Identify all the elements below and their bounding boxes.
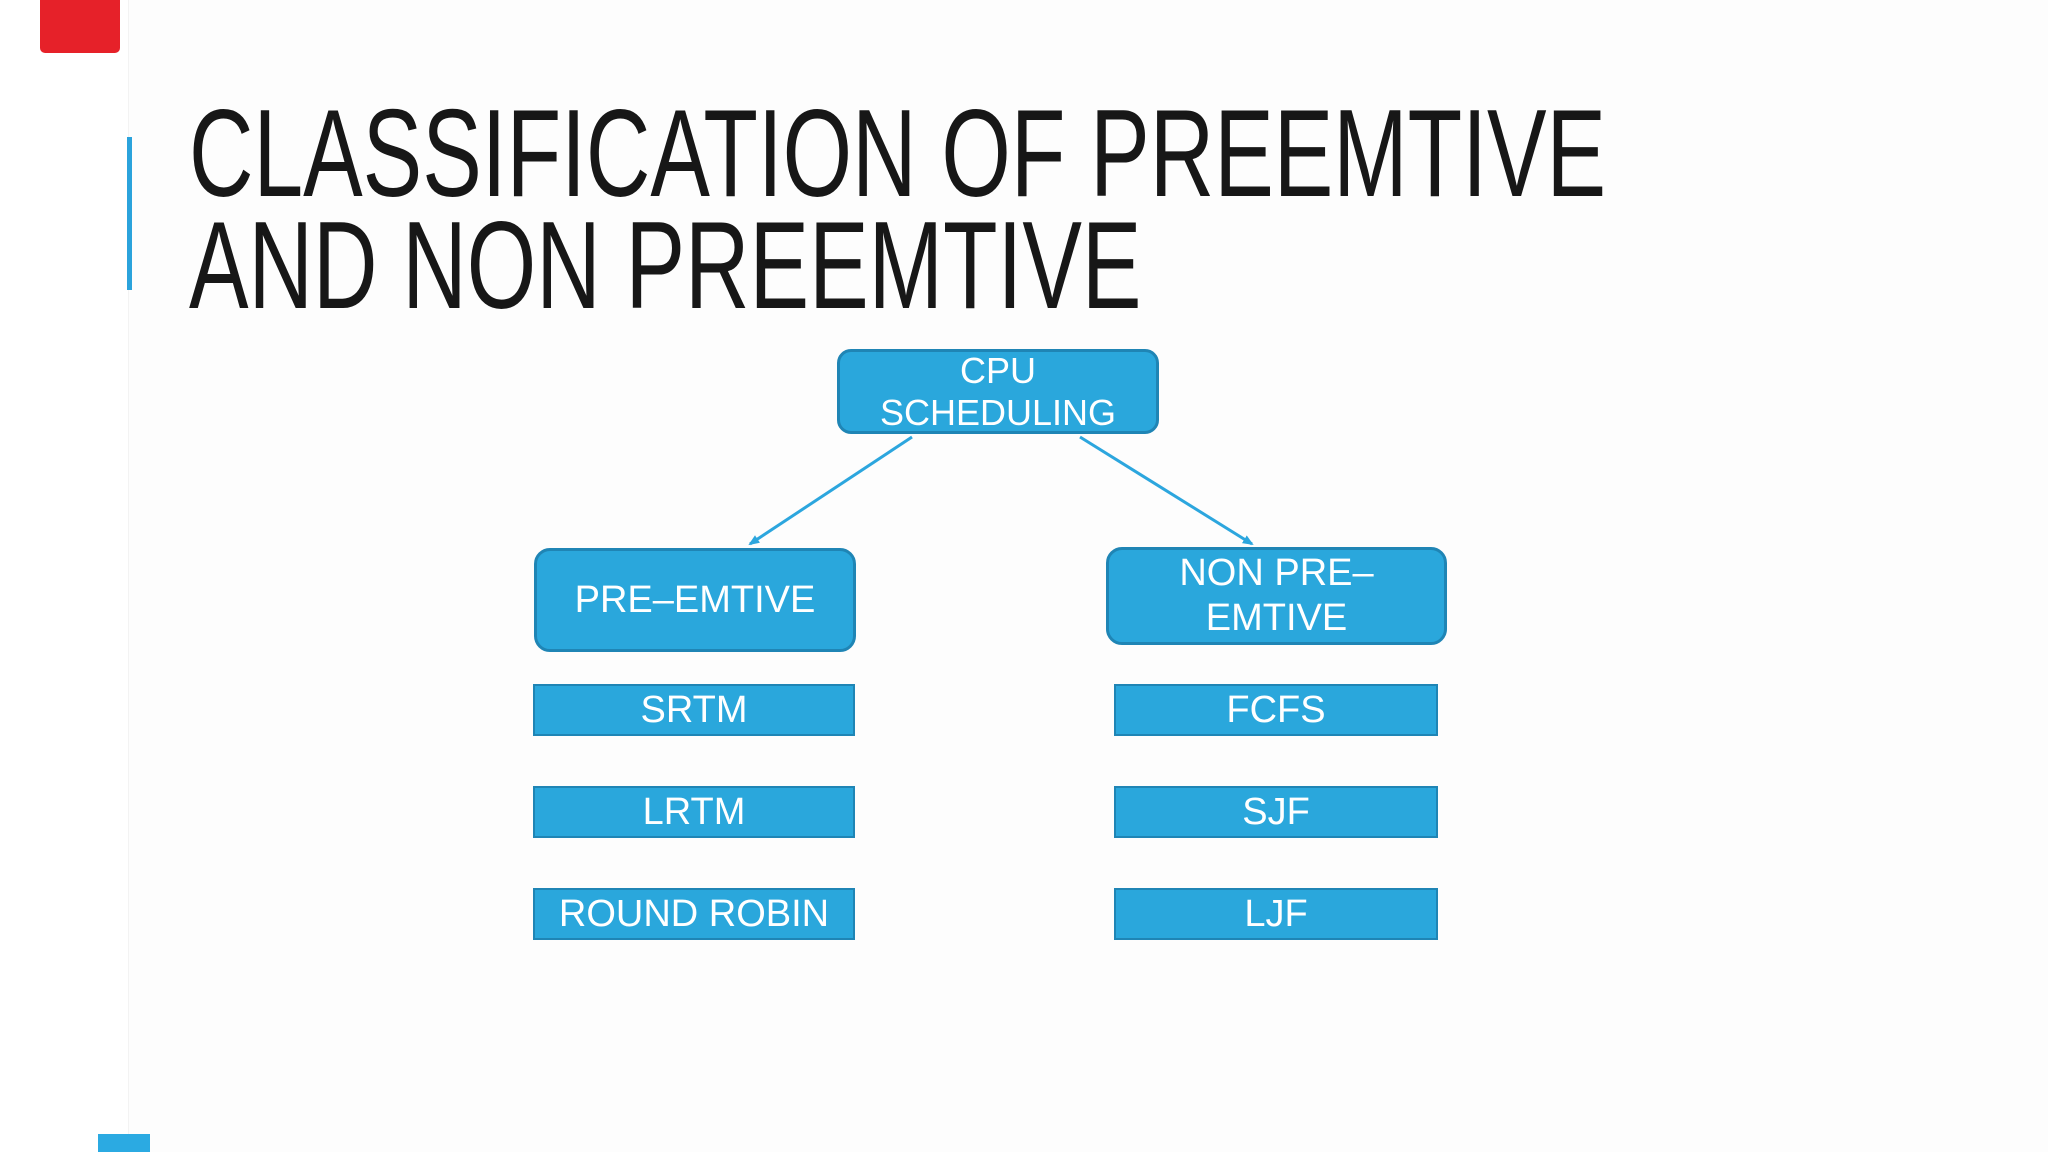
node-srtm-label: SRTM (640, 688, 748, 731)
title-line-1: CLASSIFICATION OF PREEMTIVE (189, 85, 1607, 223)
node-fcfs-label: FCFS (1226, 688, 1326, 731)
node-non-preemtive-line1: NON PRE– (1179, 552, 1374, 594)
node-srtm: SRTM (533, 684, 855, 736)
red-corner-mark (40, 0, 120, 53)
title-line-2: AND NON PREEMTIVE (189, 197, 1142, 335)
node-lrtm-label: LRTM (642, 790, 746, 833)
node-ljf-label: LJF (1244, 892, 1308, 935)
slide-background (128, 0, 2048, 1152)
node-fcfs: FCFS (1114, 684, 1438, 736)
node-preemtive: PRE–EMTIVE (534, 548, 856, 652)
node-non-preemtive: NON PRE– EMTIVE (1106, 547, 1447, 645)
node-sjf: SJF (1114, 786, 1438, 838)
node-non-preemtive-line2: EMTIVE (1205, 597, 1348, 639)
node-cpu-scheduling-line2: SCHEDULING (879, 391, 1117, 433)
node-round-robin-label: ROUND ROBIN (558, 892, 830, 935)
node-cpu-scheduling: CPU SCHEDULING (837, 349, 1159, 434)
node-round-robin: ROUND ROBIN (533, 888, 855, 940)
node-ljf: LJF (1114, 888, 1438, 940)
node-sjf-label: SJF (1242, 790, 1310, 833)
blue-bottom-mark (98, 1134, 150, 1152)
title-accent-bar (127, 137, 132, 290)
node-cpu-scheduling-line1: CPU (959, 349, 1036, 391)
node-preemtive-label: PRE–EMTIVE (574, 578, 816, 621)
node-lrtm: LRTM (533, 786, 855, 838)
slide-title: CLASSIFICATION OF PREEMTIVE AND NON PREE… (189, 85, 2048, 335)
